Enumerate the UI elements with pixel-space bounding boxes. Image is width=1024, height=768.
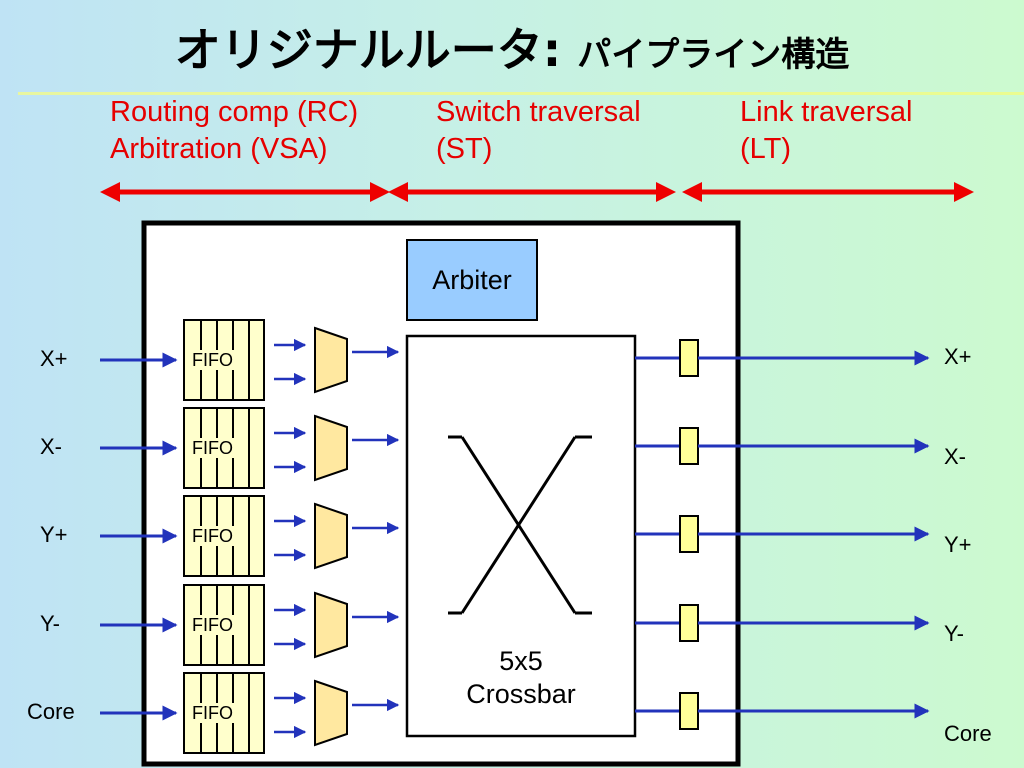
crossbar-box [405,334,637,738]
output-latch [679,515,699,553]
output-port-label: Core [944,721,992,746]
input-port-label: X+ [40,346,68,371]
arbiter-label: Arbiter [432,264,512,295]
crossbar-size: 5x5 [499,646,543,676]
stage-lt-line2: (LT) [740,133,792,165]
crossbar-x-symbol [448,435,592,615]
fifo-label: FIFO [191,703,234,723]
slide-title: オリジナルルータ: パイプライン構造 [0,14,1024,80]
output-port-label: X- [944,444,966,469]
fifo-label: FIFO [191,615,234,635]
title-sub: パイプライン構造 [577,35,850,75]
fifo-label: FIFO [191,350,234,370]
stage-lt-line1: Link traversal [740,96,913,128]
stage-lt-label: Link traversal (LT) [740,94,912,168]
stage-rc-line1: Routing comp (RC) [110,96,359,128]
input-port-label: Core [27,699,75,724]
title-main: オリジナルルータ: [174,23,578,77]
output-port-label: Y+ [944,532,972,557]
stage-st-line2: (ST) [436,133,493,165]
input-mux [314,414,348,482]
output-port-label: Y- [944,621,964,646]
input-port-label: Y- [40,611,60,636]
fifo-label: FIFO [191,526,234,546]
input-mux [314,326,348,394]
stage-rc-label: Routing comp (RC) Arbitration (VSA) [110,94,358,168]
output-port-label: X+ [944,344,972,369]
stage-rc-line2: Arbitration (VSA) [110,133,328,165]
arbiter-box [406,239,538,321]
crossbar-label: 5x5 Crossbar [407,645,635,711]
output-latch [679,692,699,730]
output-latch [679,339,699,377]
output-latch [679,604,699,642]
input-port-label: Y+ [40,522,68,547]
fifo-label: FIFO [191,438,234,458]
stage-st-label: Switch traversal (ST) [436,94,641,168]
stage-st-line1: Switch traversal [436,96,641,128]
input-port-label: X- [40,434,62,459]
output-latch [679,427,699,465]
input-mux [314,591,348,659]
input-mux [314,679,348,747]
title-underline [18,92,1024,95]
input-mux [314,502,348,570]
crossbar-name: Crossbar [466,679,576,709]
